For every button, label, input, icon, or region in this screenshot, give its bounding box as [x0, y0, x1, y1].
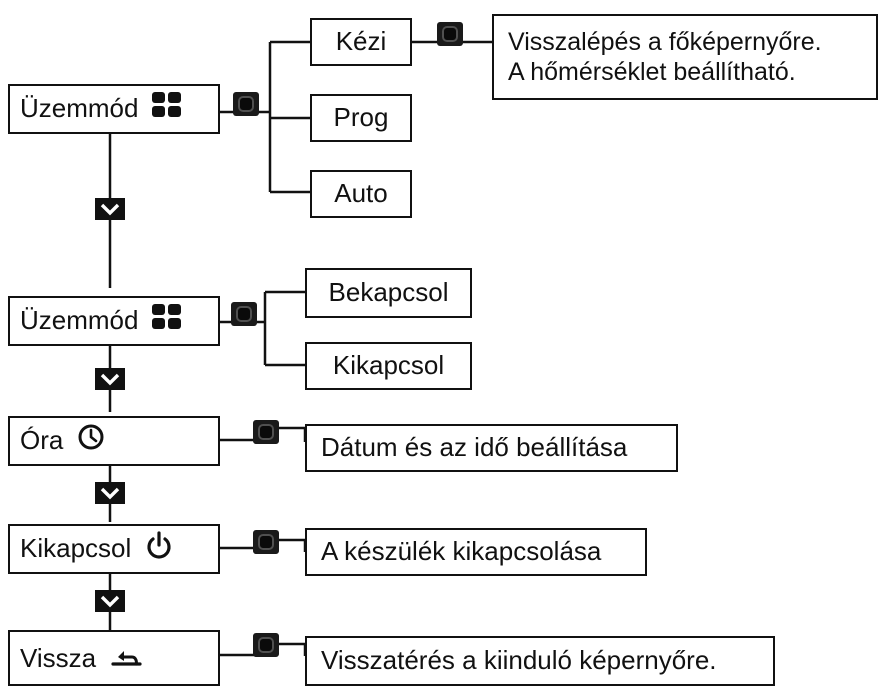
description-kezi-line-2: A hőmérséklet beállítható. [508, 58, 796, 86]
chevron-down-icon [95, 590, 125, 612]
chevron-down-icon [95, 368, 125, 390]
description-clock-text: Dátum és az idő beállítása [321, 432, 628, 463]
option-prog[interactable]: Prog [310, 94, 412, 142]
option-auto-label: Auto [334, 178, 388, 209]
description-back: Visszatérés a kiinduló képernyőre. [305, 636, 775, 686]
option-prog-label: Prog [333, 102, 389, 133]
option-kikapcsol-label: Kikapcsol [332, 350, 445, 381]
chevron-down-icon [95, 482, 125, 504]
menu-item-back-label: Vissza [20, 643, 97, 673]
menu-item-mode-2-label: Üzemmód [20, 305, 139, 336]
chevron-down-icon [95, 198, 125, 220]
ok-button-icon [437, 22, 463, 46]
option-kezi[interactable]: Kézi [310, 18, 412, 66]
mode-grid-icon [152, 92, 182, 125]
option-kikapcsol[interactable]: Kikapcsol [305, 342, 472, 390]
description-kezi: Visszalépés a főképernyőre. A hőmérsékle… [492, 14, 878, 100]
ok-button-icon [253, 420, 279, 444]
description-kezi-line-1: Visszalépés a főképernyőre. [508, 28, 822, 56]
menu-item-back[interactable]: Vissza [8, 630, 220, 686]
menu-item-mode-1[interactable]: Üzemmód [8, 84, 220, 134]
menu-item-clock[interactable]: Óra [8, 416, 220, 466]
back-arrow-icon [110, 645, 144, 676]
description-back-text: Visszatérés a kiinduló képernyőre. [321, 645, 717, 676]
menu-item-power-label: Kikapcsol [20, 533, 132, 564]
menu-item-mode-1-label: Üzemmód [20, 93, 139, 124]
menu-item-clock-label: Óra [20, 425, 64, 456]
option-bekapcsol[interactable]: Bekapcsol [305, 268, 472, 318]
mode-grid-icon [152, 304, 182, 337]
option-auto[interactable]: Auto [310, 170, 412, 218]
menu-item-power[interactable]: Kikapcsol [8, 524, 220, 574]
description-power: A készülék kikapcsolása [305, 528, 647, 576]
description-clock: Dátum és az idő beállítása [305, 424, 678, 472]
ok-button-icon [233, 92, 259, 116]
option-bekapcsol-label: Bekapcsol [328, 277, 449, 308]
description-power-text: A készülék kikapcsolása [321, 536, 602, 567]
clock-icon [77, 423, 105, 458]
option-kezi-label: Kézi [335, 26, 387, 57]
ok-button-icon [253, 633, 279, 657]
power-icon [145, 530, 173, 567]
ok-button-icon [231, 302, 257, 326]
menu-item-mode-2[interactable]: Üzemmód [8, 296, 220, 346]
ok-button-icon [253, 530, 279, 554]
